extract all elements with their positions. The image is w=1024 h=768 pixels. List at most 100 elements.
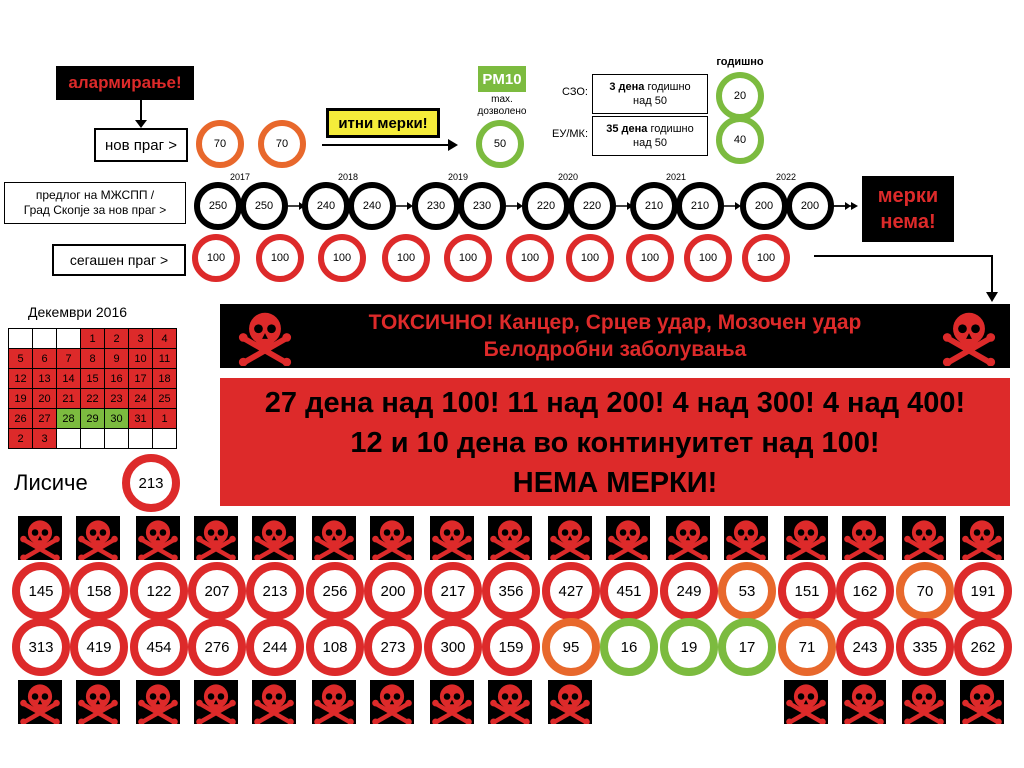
proposal-ring: 250	[194, 182, 242, 230]
eu-box: 35 дена годишно над 50	[592, 116, 708, 156]
skull-icon	[194, 680, 238, 726]
skull-icon	[136, 680, 180, 726]
daily-value-ring: 158	[70, 562, 128, 620]
skull-icon	[902, 516, 946, 562]
annual-label: годишно	[716, 56, 764, 68]
daily-value-ring: 17	[718, 618, 776, 676]
skull-icon	[784, 680, 828, 726]
skull-icon	[136, 516, 180, 562]
calendar-day: 5	[8, 348, 33, 369]
pm10-label: PM10	[478, 66, 526, 92]
skull-icon	[548, 516, 592, 562]
skull-icon	[842, 516, 886, 562]
skull-icon	[842, 680, 886, 726]
proposal-ring: 220	[522, 182, 570, 230]
current-threshold-ring: 100	[318, 234, 366, 282]
stats-line2: 12 и 10 дена во континуитет над 100!	[350, 427, 880, 459]
skull-icon	[194, 516, 238, 562]
current-threshold-ring: 100	[192, 234, 240, 282]
calendar-day: 14	[56, 368, 81, 389]
calendar-day	[56, 428, 81, 449]
new-threshold-label: нов праг >	[94, 128, 188, 162]
calendar-day: 10	[128, 348, 153, 369]
current-threshold-ring: 100	[742, 234, 790, 282]
daily-value-ring: 249	[660, 562, 718, 620]
calendar-day: 3	[128, 328, 153, 349]
year-label: 2017	[230, 172, 251, 182]
toxic-line1: ТОКСИЧНО! Канцер, Срцев удар, Мозочен уд…	[368, 311, 862, 334]
calendar-day: 1	[152, 408, 177, 429]
calendar-day: 2	[104, 328, 129, 349]
skull-icon	[548, 680, 592, 726]
daily-value-ring: 95	[542, 618, 600, 676]
calendar-day: 18	[152, 368, 177, 389]
calendar-title: Декември 2016	[28, 304, 128, 320]
eu-label: ЕУ/МК:	[552, 128, 589, 140]
skull-icon	[606, 516, 650, 562]
skull-icon	[430, 516, 474, 562]
year-label: 2020	[558, 172, 579, 182]
arrow-right-icon	[506, 202, 523, 210]
proposal-ring: 200	[786, 182, 834, 230]
skull-icon	[312, 516, 356, 562]
station-ring: 213	[122, 454, 180, 512]
skull-icon	[724, 516, 768, 562]
who-label: СЗО:	[562, 86, 588, 98]
proposal-ring: 230	[458, 182, 506, 230]
skull-icon	[312, 680, 356, 726]
skull-icon	[76, 516, 120, 562]
calendar-day: 2	[8, 428, 33, 449]
daily-value-ring: 16	[600, 618, 658, 676]
year-label: 2018	[338, 172, 359, 182]
calendar-day: 12	[8, 368, 33, 389]
daily-value-ring: 313	[12, 618, 70, 676]
urgent-measures-label: итни мерки!	[326, 108, 440, 138]
current-threshold-ring: 100	[566, 234, 614, 282]
skull-icon	[902, 680, 946, 726]
calendar-day: 29	[80, 408, 105, 429]
daily-value-ring: 356	[482, 562, 540, 620]
who-days: 3 дена	[609, 81, 645, 93]
daily-value-ring: 256	[306, 562, 364, 620]
skull-icon	[488, 516, 532, 562]
skull-icon	[430, 680, 474, 726]
daily-value-ring: 419	[70, 618, 128, 676]
calendar-day: 23	[104, 388, 129, 409]
skull-icon	[76, 680, 120, 726]
daily-value-ring: 200	[364, 562, 422, 620]
year-label: 2021	[666, 172, 687, 182]
calendar-day	[80, 428, 105, 449]
who-text2: над 50	[633, 95, 667, 107]
daily-value-ring: 427	[542, 562, 600, 620]
eu-text2: над 50	[633, 137, 667, 149]
calendar-day: 25	[152, 388, 177, 409]
proposal-ring: 210	[676, 182, 724, 230]
pm10-ring: 50	[476, 120, 524, 168]
urgent-arrow	[322, 139, 458, 151]
daily-value-ring: 300	[424, 618, 482, 676]
calendar-day: 24	[128, 388, 153, 409]
daily-value-ring: 159	[482, 618, 540, 676]
calendar-day: 4	[152, 328, 177, 349]
no-measures-line1: мерки	[877, 185, 939, 207]
skull-icon	[18, 516, 62, 562]
no-measures-box: мерки нема!	[862, 176, 954, 242]
calendar-day: 16	[104, 368, 129, 389]
calendar-day	[128, 428, 153, 449]
skull-icon	[252, 516, 296, 562]
pm10-allowed: дозволено	[477, 106, 527, 117]
skull-icon	[370, 680, 414, 726]
calendar-day: 22	[80, 388, 105, 409]
calendar-day: 27	[32, 408, 57, 429]
proposal-ring: 230	[412, 182, 460, 230]
current-threshold-ring: 100	[382, 234, 430, 282]
proposal-ring: 250	[240, 182, 288, 230]
alarm-arrow	[135, 100, 147, 128]
daily-value-ring: 53	[718, 562, 776, 620]
current-threshold-ring: 100	[626, 234, 674, 282]
calendar-day: 30	[104, 408, 129, 429]
